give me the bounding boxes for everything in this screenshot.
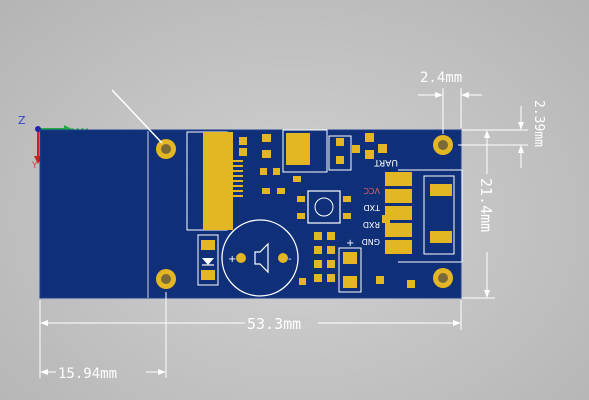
axis-z-label: Z [18,114,26,127]
dimension-height-label: 21.4mm [477,178,495,232]
txd-label: TXD [363,203,381,212]
speaker-icon [254,242,269,274]
mounting-hole-bottom-left [156,269,176,289]
dimension-hole-offset-side: 2.39mm [458,100,546,168]
inductor-plus-label: + [346,238,354,249]
mounting-hole-bottom-right [433,268,453,288]
hole-leader-line [111,89,163,144]
ldo-outline [282,129,328,173]
dimension-hole-offset-top: 2.4mm [418,70,482,134]
smd-components-top [239,133,387,194]
dimension-width-label: 53.3mm [247,315,301,333]
pcb-board[interactable]: + - + [39,129,463,299]
module-pad-lower [203,211,231,229]
buzzer-minus-label: - [288,254,292,265]
tact-button [297,190,351,224]
inductor-outline [338,247,362,293]
fine-pitch-pads [233,160,243,197]
buzzer-footprint: + - [221,219,299,297]
dimension-hole-offset-x-label: 15.94mm [58,366,117,382]
dimension-height: 21.4mm [462,129,500,299]
axis-y-label: Y [31,161,38,171]
vcc-label: VCC [363,186,380,195]
gnd-label: GND [362,237,380,246]
dimension-hole-offset-side-label: 2.39mm [531,100,546,147]
uart-label: UART [374,157,398,167]
diode-footprint [197,234,219,286]
smd-components-bottom [299,215,415,288]
rxd-label: RXD [363,220,380,229]
mounting-hole-top-left [156,139,176,159]
uart-header: UART VCC TXD RXD GND [362,157,463,263]
cap-outline [328,135,352,171]
buzzer-plus-label: + [228,254,236,265]
dimension-hole-offset-x: 15.94mm [39,292,167,382]
dimension-width: 53.3mm [39,300,462,340]
axis-gizmo: Z Y [18,114,88,171]
mounting-hole-top-right [433,135,453,155]
dimension-hole-offset-top-label: 2.4mm [420,70,462,86]
